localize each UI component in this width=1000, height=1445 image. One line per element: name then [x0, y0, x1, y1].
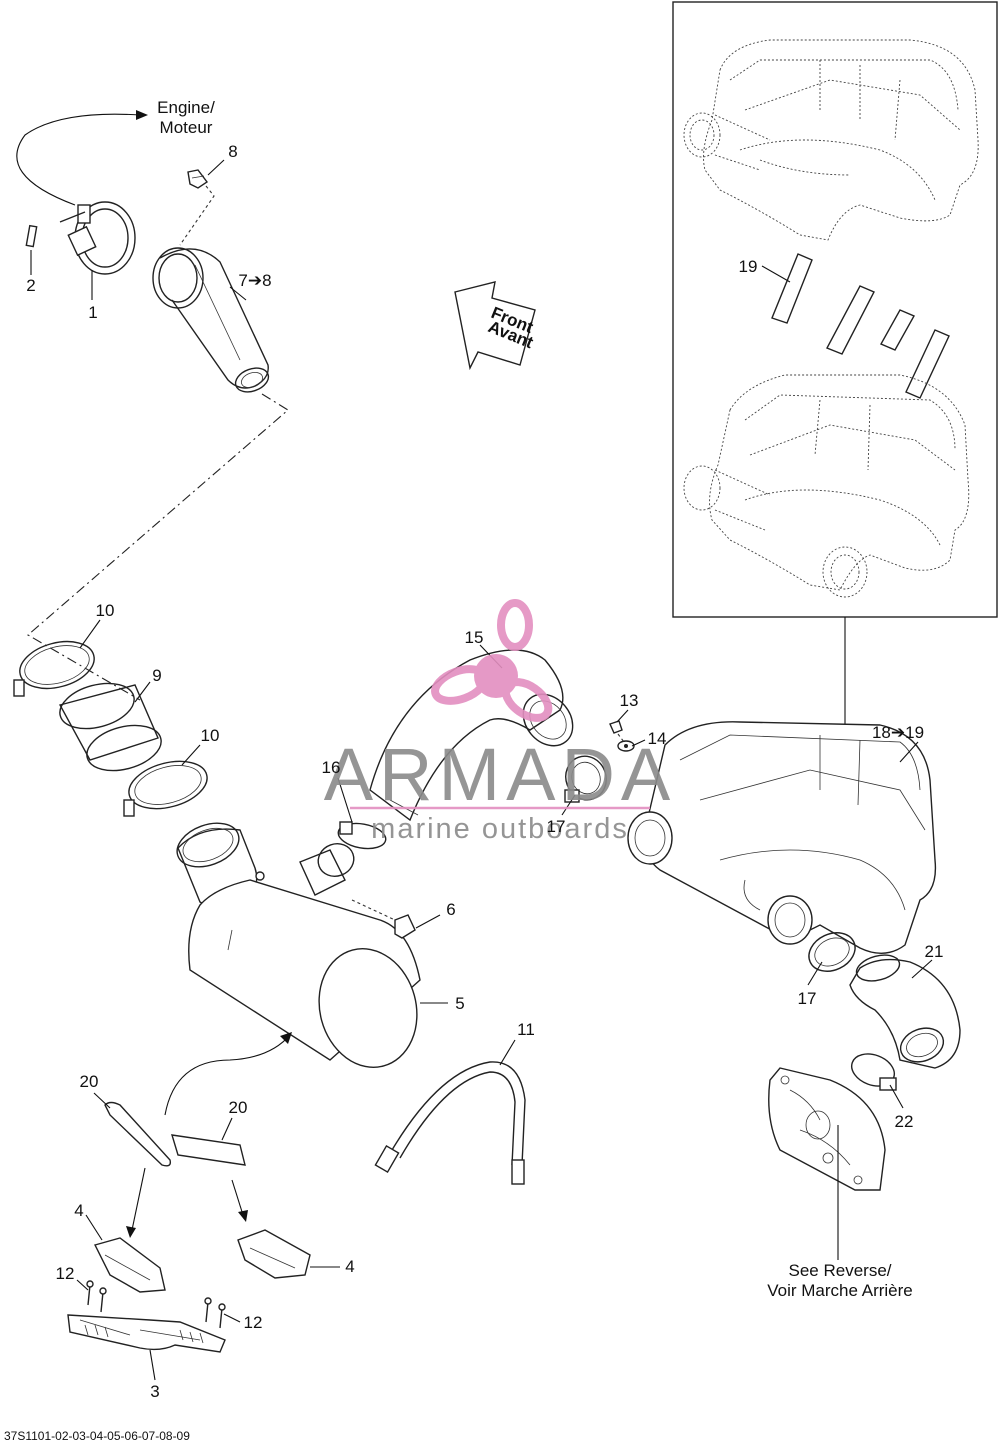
- armada-watermark: ARMADA marine outboards: [324, 599, 677, 845]
- label-4-left: 4: [74, 1201, 83, 1220]
- part-13-bolt: [609, 720, 623, 734]
- part-11-strap: [374, 1061, 526, 1185]
- label-12-right: 12: [244, 1313, 263, 1332]
- bolt-13-dash-line: [617, 733, 625, 743]
- inset-upper-muffler: [683, 39, 979, 241]
- propeller-logo-icon: [431, 599, 553, 722]
- watermark-tagline: marine outboards: [371, 813, 629, 845]
- label-14: 14: [648, 729, 667, 748]
- reverse-plate: [768, 1067, 886, 1191]
- diagram-code: 37S1101-02-03-04-05-06-07-08-09: [4, 1429, 190, 1443]
- engine-label-line2: Moteur: [160, 118, 213, 137]
- part-21-elbow-hose: [849, 954, 961, 1069]
- part-18-resonator: [627, 721, 937, 954]
- label-2: 2: [26, 276, 35, 295]
- label-21: 21: [925, 942, 944, 961]
- part-12-screws-right: [204, 1297, 226, 1329]
- part-10-clamp-upper: [13, 640, 95, 697]
- watermark-brand: ARMADA: [324, 733, 677, 816]
- part-12-screws-left: [86, 1280, 107, 1313]
- sensor-8-dash-line: [179, 185, 215, 246]
- part-16-clamp: [337, 821, 387, 850]
- muffler-detail-inset: [672, 1, 998, 815]
- label-20-right: 20: [229, 1098, 248, 1117]
- see-reverse-label-line1: See Reverse/: [789, 1261, 892, 1280]
- label-4-right: 4: [345, 1257, 354, 1276]
- part-4-bracket-right: [237, 1229, 311, 1279]
- inset-lower-muffler: [683, 374, 970, 598]
- part-2-pin: [25, 224, 38, 248]
- part-10-clamp-lower: [123, 760, 208, 817]
- part-15-elbow-pipe: [369, 649, 574, 822]
- part-14-washer: [617, 740, 635, 752]
- engine-label-line1: Engine/: [157, 98, 215, 117]
- part-17-clamp-upper: [564, 755, 607, 803]
- part-22-clamp: [850, 1053, 897, 1091]
- part-1-v-clamp: [59, 201, 136, 275]
- label-10-upper: 10: [96, 601, 115, 620]
- part-4-bracket-left: [93, 1237, 166, 1293]
- tube-to-coupler-centerline: [27, 393, 289, 701]
- part-8-sensor: [187, 169, 209, 189]
- part-9-coupler-sleeve: [58, 682, 162, 772]
- label-3: 3: [150, 1382, 159, 1401]
- label-10-lower: 10: [201, 726, 220, 745]
- front-direction-arrow: [454, 281, 536, 371]
- label-13: 13: [620, 691, 639, 710]
- see-reverse-label-line2: Voir Marche Arrière: [767, 1281, 913, 1300]
- label-7-8: 7➔8: [238, 271, 271, 290]
- part-17-clamp-lower: [808, 932, 856, 972]
- part-20-pad-left: [104, 1101, 172, 1167]
- part-6-sensor: [351, 899, 416, 939]
- label-5: 5: [455, 994, 464, 1013]
- part-5-muffler-body: [176, 822, 421, 1068]
- part-3-mounting-plate: [67, 1314, 226, 1353]
- label-12-left: 12: [56, 1264, 75, 1283]
- label-20-left: 20: [80, 1072, 99, 1091]
- part-7-exhaust-tube: [152, 247, 270, 393]
- label-11: 11: [517, 1020, 535, 1039]
- part-labels: Engine/ Moteur 2 1 7➔8 8 Front Avant 10 …: [4, 98, 943, 1443]
- label-18-19: 18➔19: [872, 723, 924, 742]
- label-1: 1: [88, 303, 97, 322]
- leader-lines: [30, 159, 933, 1381]
- strip-set-19: [771, 253, 950, 399]
- label-9: 9: [152, 666, 161, 685]
- label-17-upper: 17: [547, 817, 566, 836]
- label-16: 16: [322, 758, 341, 777]
- label-22: 22: [895, 1112, 914, 1131]
- label-19: 19: [739, 257, 758, 276]
- engine-direction-arrow: [16, 110, 148, 206]
- label-8: 8: [228, 142, 237, 161]
- part-20-pad-right: [171, 1134, 246, 1166]
- label-15: 15: [465, 628, 484, 647]
- label-6: 6: [446, 900, 455, 919]
- mounting-arrow: [164, 1034, 291, 1116]
- label-17-lower: 17: [798, 989, 817, 1008]
